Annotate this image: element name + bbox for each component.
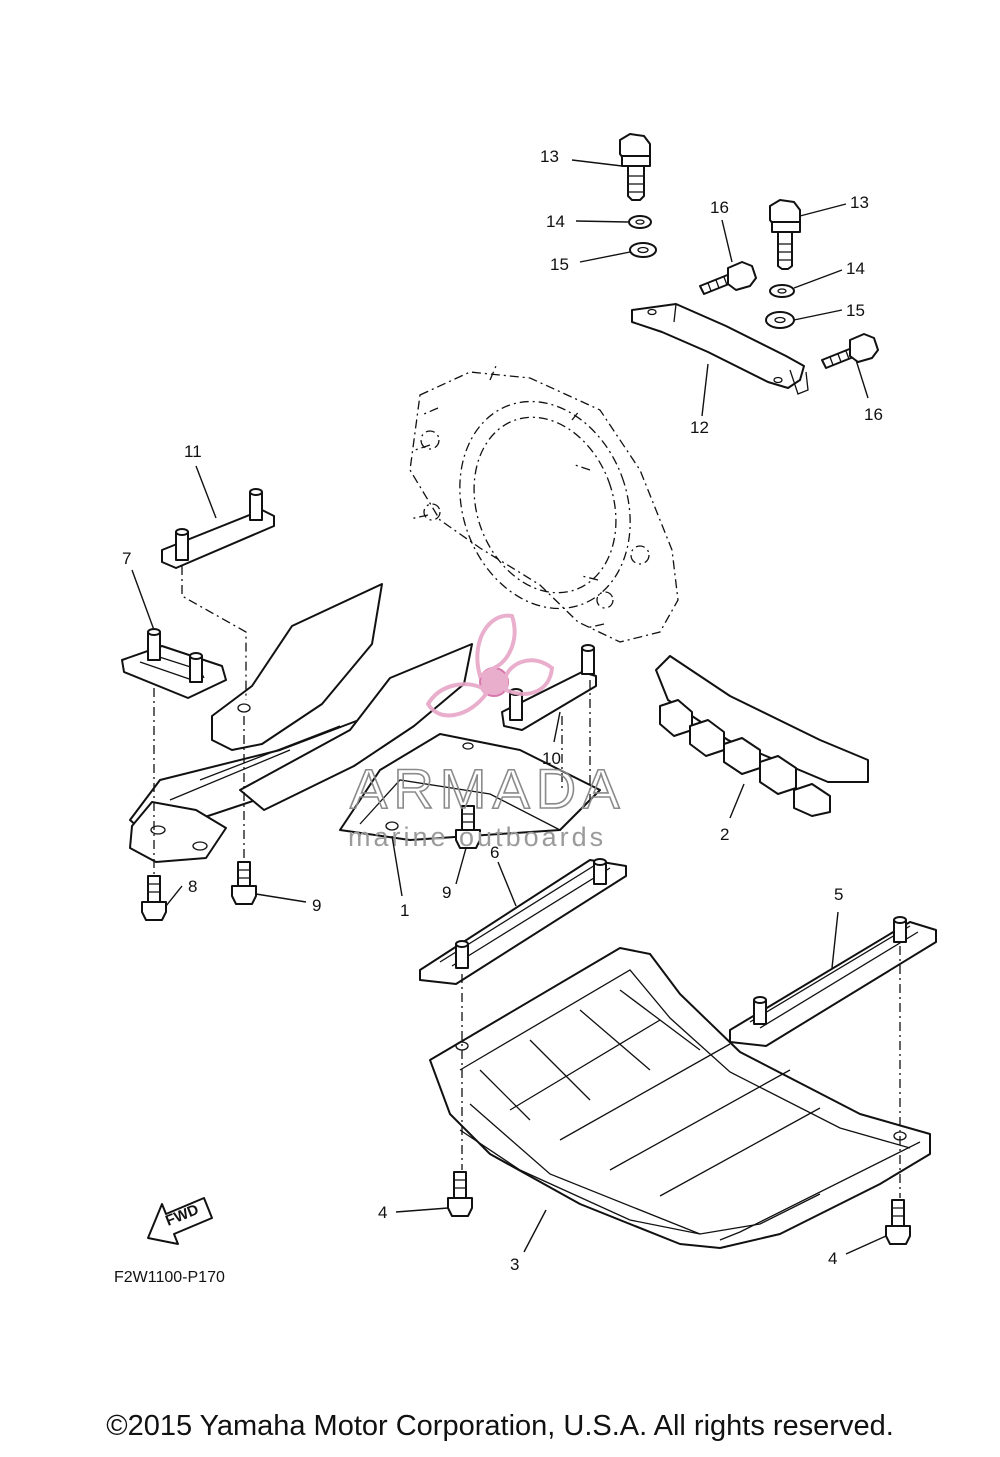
diagram-code: F2W1100-P170 (114, 1269, 225, 1286)
bolt-16-left (699, 261, 757, 295)
mount-plate-11 (161, 488, 275, 569)
mount-plate-7 (121, 628, 227, 699)
washer-14-left (628, 215, 652, 229)
watermark-brand: ARMADA (350, 757, 626, 820)
callout-11: 11 (184, 442, 202, 461)
washer-14-right (769, 284, 795, 298)
bolt-4-right (885, 1199, 911, 1245)
washer-15-right (765, 311, 795, 329)
callout-4: 4 (378, 1203, 387, 1222)
callout-9: 9 (312, 896, 321, 915)
bolt-4-left (447, 1171, 473, 1217)
bolt-13-left (619, 133, 651, 201)
bolt-13-right (769, 199, 801, 270)
callout-13: 13 (850, 193, 869, 212)
callout-15: 15 (550, 255, 569, 274)
callout-1: 1 (400, 901, 409, 920)
bolt-9-left (231, 861, 257, 905)
mount-plate-10 (501, 644, 597, 731)
alignment-lines (153, 566, 901, 1198)
bolt-16-right (821, 333, 879, 369)
copyright-notice: ©2015 Yamaha Motor Corporation, U.S.A. A… (106, 1410, 894, 1442)
armada-logo (425, 613, 555, 718)
callout-9: 9 (442, 883, 451, 902)
bolt-8 (141, 875, 167, 921)
callout-10: 10 (542, 749, 561, 768)
leader-lines (131, 159, 887, 1255)
callout-4: 4 (828, 1249, 837, 1268)
callout-8: 8 (188, 877, 197, 896)
callout-5: 5 (834, 885, 843, 904)
callout-16: 16 (864, 405, 883, 424)
bolt-9-center (455, 805, 481, 849)
washer-15-left (629, 242, 657, 258)
damper-2 (655, 655, 869, 817)
callout-13: 13 (540, 147, 559, 166)
bottom-plate-3 (429, 947, 931, 1249)
watermark-tagline: marine outboards (348, 822, 606, 852)
callout-15: 15 (846, 301, 865, 320)
callout-14: 14 (846, 259, 865, 278)
callout-3: 3 (510, 1255, 519, 1274)
callout-14: 14 (546, 212, 565, 231)
bracket-12 (631, 303, 809, 395)
callout-labels: 13 14 15 16 13 14 15 16 12 11 7 10 2 6 8… (122, 147, 883, 1274)
fwd-arrow-icon (147, 1197, 213, 1245)
callout-2: 2 (720, 825, 729, 844)
callout-16: 16 (710, 198, 729, 217)
callout-12: 12 (690, 418, 709, 437)
guide-rail-5 (729, 916, 937, 1047)
callout-6: 6 (490, 843, 499, 862)
callout-7: 7 (122, 549, 131, 568)
intake-duct-1 (129, 583, 601, 863)
engine-flange-outline (409, 365, 679, 643)
guide-rail-6 (419, 858, 627, 985)
